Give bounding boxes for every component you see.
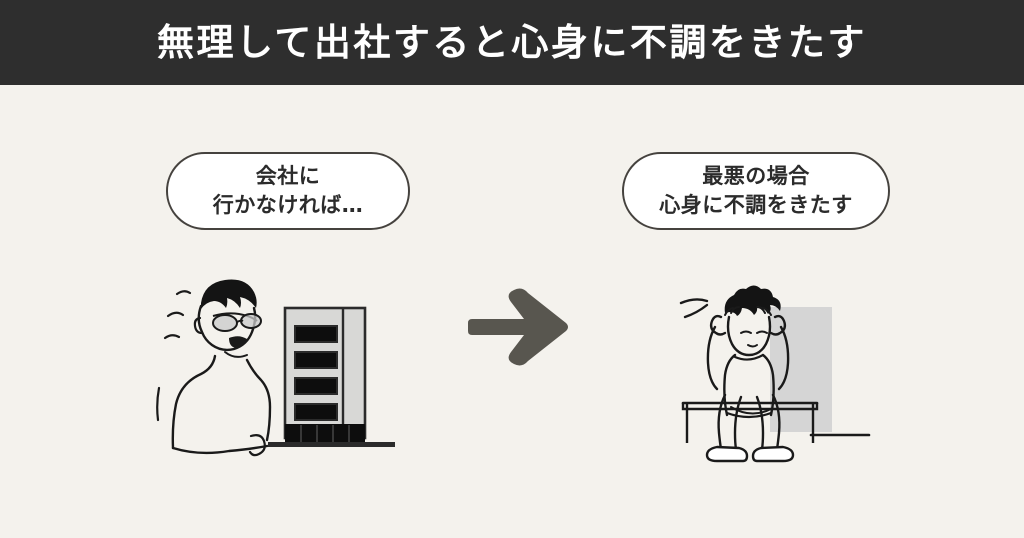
- right-arrow-icon: [468, 288, 568, 366]
- ear-icon: [193, 316, 204, 335]
- head-outline: [197, 304, 257, 352]
- shirt-hem-right: [725, 411, 773, 419]
- torso-left: [723, 353, 737, 417]
- mouth-icon: [229, 336, 247, 348]
- leg-left-inner: [733, 395, 743, 451]
- leg-right: [771, 393, 781, 451]
- page-title: 無理して出社すると心身に不調をきたす: [157, 21, 867, 64]
- sweat-drop-icon: [163, 290, 192, 340]
- eye-left: [740, 330, 752, 334]
- body-left-outline: [171, 354, 217, 450]
- mouth-right: [747, 344, 758, 348]
- bench-icon: [681, 401, 819, 443]
- shirt-hem: [171, 444, 269, 455]
- head-outline-right: [726, 315, 772, 357]
- speech-bubble-right-line1: 最悪の場合: [702, 164, 810, 189]
- body-right-outline: [245, 358, 272, 442]
- eye-right: [756, 330, 768, 334]
- office-building-icon: [268, 306, 395, 447]
- speech-bubble-left-line2: 行かなければ…: [212, 193, 364, 217]
- speech-bubble-right-line2: 心身に不調をきたす: [659, 193, 853, 217]
- sleeve-line: [156, 386, 161, 422]
- hand-right-icon: [769, 314, 787, 336]
- arm-left: [706, 325, 719, 391]
- leg-right-inner: [755, 395, 765, 451]
- title-band: 無理して出社すると心身に不調をきたす: [0, 0, 1024, 85]
- distressed-man-building-icon: [156, 279, 395, 457]
- hair-icon-right: [724, 285, 781, 316]
- speech-bubble-left: 会社に 行かなければ…: [166, 152, 410, 230]
- arm-right: [777, 325, 790, 391]
- illustration-left: [155, 268, 415, 458]
- speech-bubble-right: 最悪の場合 心身に不調をきたす: [622, 152, 890, 230]
- fingers-icon: [724, 306, 772, 316]
- distress-mark-icon: [679, 298, 709, 319]
- collar-line: [733, 353, 765, 361]
- hand-icon: [248, 434, 266, 457]
- person-holding-head-icon: [679, 285, 871, 463]
- leg-left: [717, 393, 727, 451]
- transition-arrow: [468, 288, 573, 368]
- hair-icon: [201, 279, 257, 309]
- shoe-right-icon: [751, 445, 795, 463]
- illustration-right: [665, 275, 880, 465]
- chin-line: [224, 351, 248, 358]
- shoe-left-icon: [705, 445, 749, 463]
- speech-bubble-left-line1: 会社に: [255, 164, 321, 189]
- glasses-icon: [212, 312, 262, 332]
- hand-left-icon: [709, 314, 727, 336]
